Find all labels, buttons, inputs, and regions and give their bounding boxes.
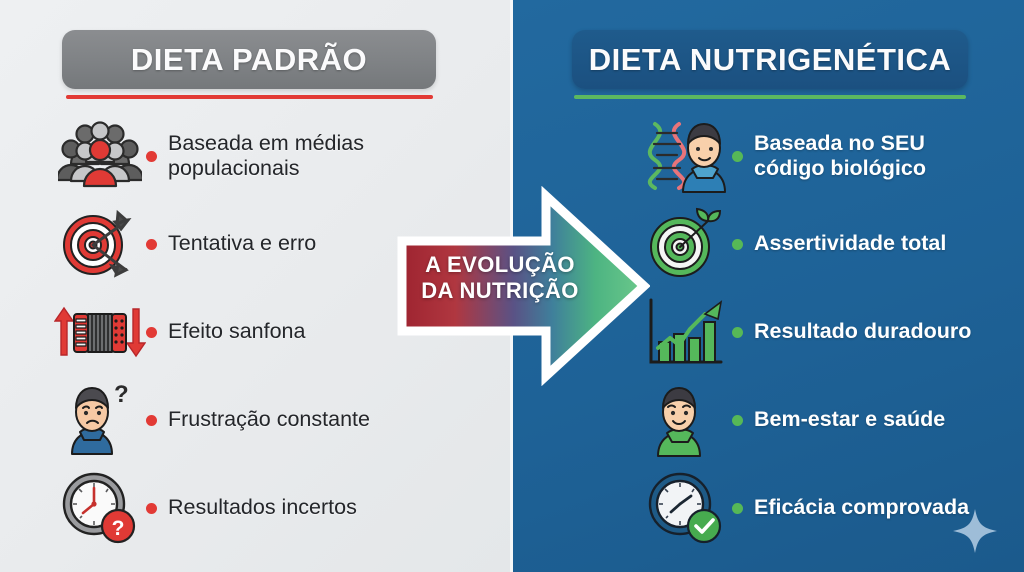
label-line: Efeito sanfona [168, 319, 306, 344]
bullet-dot [732, 502, 743, 514]
evolution-arrow: A EVOLUÇÃO DA NUTRIÇÃO [396, 186, 650, 386]
bullet-dot [732, 326, 743, 338]
bullet-dot [732, 414, 743, 426]
list-item: Efeito sanfona [54, 288, 474, 376]
label-line: Resultados incertos [168, 495, 357, 520]
label-line: Bem-estar e saúde [754, 407, 946, 432]
list-item-label: Bem-estar e saúde [754, 407, 945, 432]
clock-check-icon [640, 468, 732, 548]
bullet-dot [732, 150, 743, 162]
list-item: ? Resultados incertos [54, 464, 474, 552]
bullet-dot [146, 326, 157, 338]
list-item-label: Resultados incertos [168, 495, 357, 520]
nutrigenetic-diet-header-label: DIETA NUTRIGENÉTICA [588, 41, 952, 77]
standard-diet-header-pill: DIETA PADRÃO [62, 30, 436, 89]
bullet-dot [146, 150, 157, 162]
list-item-label: Tentativa e erro [168, 231, 316, 256]
list-item-label: Assertividade total [754, 231, 946, 256]
label-line: Assertividade total [754, 231, 947, 256]
group-of-people-icon [54, 116, 146, 196]
svg-text:?: ? [114, 382, 129, 408]
list-item-label: Baseada em médias populacionais [168, 131, 364, 181]
svg-text:?: ? [112, 517, 125, 540]
label-line: populacionais [168, 156, 300, 180]
target-leaf-icon [640, 204, 732, 284]
growth-chart-icon [640, 292, 732, 372]
list-item: Baseada em médias populacionais [54, 112, 474, 200]
four-point-star-icon [952, 508, 998, 554]
standard-diet-header-label: DIETA PADRÃO [130, 41, 368, 77]
list-item-label: Efeito sanfona [168, 319, 305, 344]
label-line: Eficácia comprovada [754, 495, 970, 520]
accordion-yo-yo-icon [54, 292, 146, 372]
list-item: Baseada no SEU código biológico [640, 112, 1010, 200]
clock-question-icon: ? [54, 468, 146, 548]
label-line: código biológico [754, 156, 926, 180]
bullet-dot [146, 414, 157, 426]
list-item: ? Frustração constante [54, 376, 474, 464]
list-item-label: Frustração constante [168, 407, 370, 432]
list-item: Assertividade total [640, 200, 1010, 288]
nutrigenetic-diet-header-pill: DIETA NUTRIGENÉTICA [572, 30, 968, 89]
dna-person-icon [640, 116, 732, 196]
label-line: Baseada no SEU [754, 130, 925, 155]
list-item: Bem-estar e saúde [640, 376, 1010, 464]
bullet-dot [146, 502, 157, 514]
target-with-arrows-icon [54, 204, 146, 284]
happy-person-icon [640, 380, 732, 460]
label-line: Baseada em médias [168, 130, 364, 155]
nutrigenetic-diet-list: Baseada no SEU código biológico [640, 112, 1010, 552]
label-line: Resultado duradouro [754, 319, 972, 344]
standard-diet-list: Baseada em médias populacionais [54, 112, 474, 552]
list-item: Resultado duradouro [640, 288, 1010, 376]
list-item-label: Baseada no SEU código biológico [754, 131, 926, 181]
label-line: Frustração constante [168, 407, 370, 432]
list-item: Eficácia comprovada [640, 464, 1010, 552]
standard-diet-underline [66, 95, 433, 99]
list-item: Tentativa e erro [54, 200, 474, 288]
list-item-label: Eficácia comprovada [754, 495, 969, 520]
bullet-dot [146, 238, 157, 250]
sad-person-question-icon: ? [54, 380, 146, 460]
list-item-label: Resultado duradouro [754, 319, 971, 344]
bullet-dot [732, 238, 743, 250]
label-line: Tentativa e erro [168, 231, 317, 256]
nutrigenetic-diet-underline [574, 95, 966, 99]
